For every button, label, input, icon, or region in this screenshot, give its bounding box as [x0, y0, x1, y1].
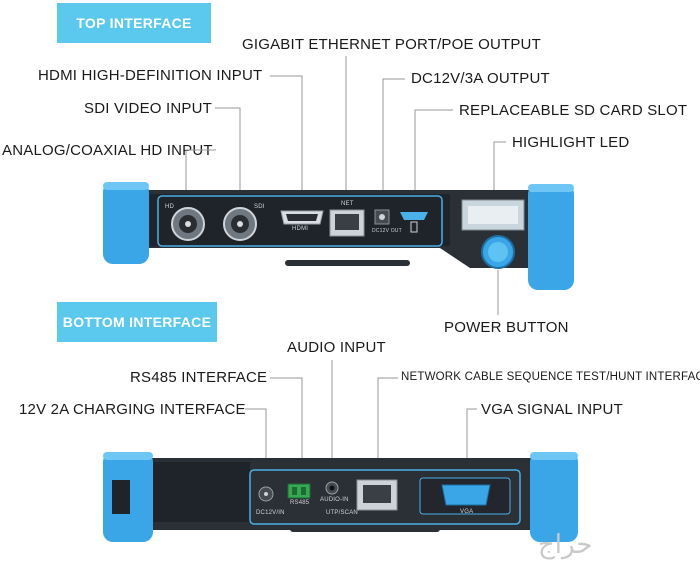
label-dc-output: DC12V/3A OUTPUT	[411, 70, 550, 87]
top-right-bumper	[528, 184, 574, 290]
print-top-net: NET	[341, 201, 354, 207]
sd-card-slot	[400, 212, 428, 220]
leader-charging	[245, 408, 267, 474]
label-sdi-input: SDI VIDEO INPUT	[84, 100, 213, 117]
label-power-button: POWER BUTTON	[444, 319, 569, 336]
print-bottom-rs485: RS485	[290, 500, 310, 506]
leader-network	[377, 377, 398, 474]
leader-dc	[382, 78, 405, 200]
label-hdmi-input: HDMI HIGH-DEFINITION INPUT	[38, 67, 263, 84]
watermark: حراج	[538, 530, 593, 560]
bottom-port-outline	[249, 469, 521, 525]
top-port-outline	[157, 195, 443, 247]
bnc-hd-connector	[171, 207, 205, 241]
top-interface-badge: TOP INTERFACE	[57, 3, 211, 43]
label-audio-input: AUDIO INPUT	[287, 339, 386, 356]
label-analog-input: ANALOG/COAXIAL HD INPUT	[2, 142, 213, 159]
print-bottom-vga: VGA	[460, 509, 474, 515]
label-rs485: RS485 INTERFACE	[130, 369, 268, 386]
leader-rs485	[270, 377, 303, 474]
bottom-interface-badge: BOTTOM INTERFACE	[57, 302, 217, 342]
leader-led	[493, 141, 506, 197]
print-top-hdmi: HDMI	[292, 226, 309, 232]
bnc-sdi-connector	[223, 207, 257, 241]
print-top-hd: HD	[165, 204, 175, 210]
leader-analog	[185, 149, 216, 206]
print-bottom-dc: DC12V/IN	[256, 510, 285, 516]
top-left-bumper	[103, 182, 149, 264]
print-top-sdi: SDI	[254, 204, 265, 210]
vga-port	[441, 484, 491, 506]
print-bottom-audio: AUDIO-IN	[320, 497, 349, 503]
leader-sdi	[215, 107, 241, 206]
print-top-dc: DC12V OUT	[372, 228, 402, 234]
label-charging: 12V 2A CHARGING INTERFACE	[19, 401, 246, 418]
label-highlight-led: HIGHLIGHT LED	[512, 134, 630, 151]
leader-vga	[466, 408, 477, 474]
print-bottom-utp: UTP/SCAN	[326, 510, 358, 516]
leader-hdmi	[270, 75, 303, 196]
rs485-terminal	[287, 483, 311, 499]
leader-sdcard	[414, 109, 453, 206]
label-network-test: NETWORK CABLE SEQUENCE TEST/HUNT INTERFA…	[401, 371, 700, 383]
label-sd-card-slot: REPLACEABLE SD CARD SLOT	[459, 102, 688, 119]
label-vga-input: VGA SIGNAL INPUT	[481, 401, 623, 418]
label-gigabit-ethernet: GIGABIT ETHERNET PORT/POE OUTPUT	[242, 36, 541, 53]
bottom-right-bumper	[530, 452, 578, 542]
